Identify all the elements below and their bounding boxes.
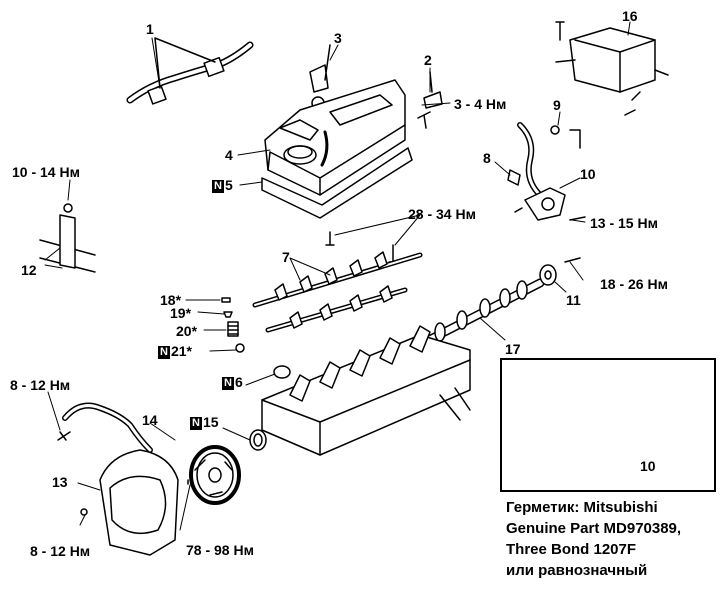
label-torque-10-14: 10 - 14 Нм (12, 164, 80, 180)
rocker-cover-4 (264, 79, 406, 196)
cylinder-head (261, 325, 471, 456)
label-torque-8-12-bottom: 8 - 12 Нм (30, 543, 91, 559)
camshaft-17 (420, 278, 545, 347)
sensor-assembly-8-9-10 (507, 122, 586, 221)
oil-seal-15 (249, 429, 267, 451)
label-part-2: 2 (424, 52, 432, 68)
label-part-14: 14 (142, 412, 158, 428)
label-part-7: 7 (282, 249, 290, 265)
label-part-19: 19* (170, 305, 192, 321)
label-part-8: 8 (483, 150, 491, 166)
note-line: или равнозначный (506, 562, 648, 579)
clamp-12 (39, 203, 96, 273)
wiring-harness-left (57, 402, 153, 453)
seal-6 (273, 365, 291, 379)
label-part-12: 12 (21, 262, 37, 278)
gasket-5 (261, 147, 413, 219)
sealant-note: Герметик: Mitsubishi Genuine Part MD9703… (506, 497, 721, 581)
label-part-10: 10 (580, 166, 596, 182)
label-part-9: 9 (553, 97, 561, 113)
sealant-inset-frame (500, 358, 716, 492)
wiring-harness-1 (126, 37, 254, 105)
label-torque-13-15: 13 - 15 Нм (590, 215, 658, 231)
note-line: Герметик: Mitsubishi (506, 499, 658, 516)
new-part-badge: N (212, 180, 224, 193)
leader-lines (44, 21, 631, 531)
label-part-3: 3 (334, 30, 342, 46)
label-part-18: 18* (160, 292, 182, 308)
timing-cover-13 (80, 449, 179, 556)
label-part-1: 1 (146, 21, 154, 37)
label-part-11: 11 (566, 292, 581, 308)
label-torque-8-12-top: 8 - 12 Нм (10, 377, 71, 393)
note-line: Genuine Part MD970389, (506, 520, 682, 537)
control-unit-16 (555, 21, 669, 116)
bolts-28-34 (325, 231, 398, 263)
label-inset-part-10: 10 (640, 458, 656, 474)
label-part-17: 17 (505, 341, 521, 357)
label-part-20: 20* (176, 323, 198, 339)
new-part-badge: N (158, 346, 170, 359)
label-part-13: 13 (52, 474, 68, 490)
label-torque-3-4: 3 - 4 Нм (454, 96, 507, 112)
new-part-badge: N (222, 377, 234, 390)
new-part-badge: N (190, 417, 202, 430)
note-line: Three Bond 1207F (506, 541, 637, 558)
timing-belt-14 (187, 445, 241, 505)
label-part-4: 4 (225, 147, 233, 163)
pulley-11 (539, 257, 581, 286)
label-torque-28-34: 28 - 34 Нм (408, 206, 476, 222)
label-torque-78-98: 78 - 98 Нм (186, 542, 254, 558)
sensor-3 (309, 44, 331, 119)
label-part-16: 16 (622, 8, 638, 24)
rocker-arms-7 (252, 251, 423, 333)
label-torque-18-26: 18 - 26 Нм (600, 276, 668, 292)
valve-parts-18-21 (221, 297, 245, 353)
